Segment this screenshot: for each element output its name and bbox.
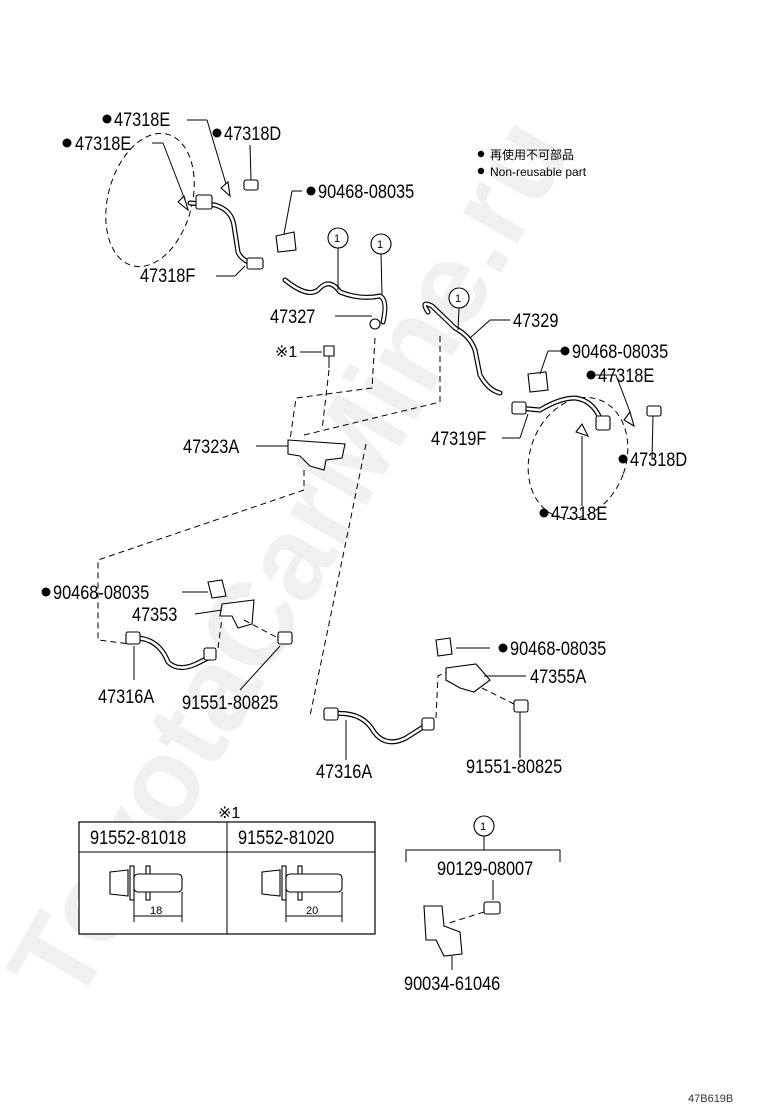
bracket-47355A-part xyxy=(445,663,491,693)
bolt-length-18: 18 xyxy=(150,905,162,917)
bolt-91552-81020-icon xyxy=(261,869,281,897)
clip-part xyxy=(177,194,190,212)
non-reusable-mark xyxy=(306,186,316,196)
callout-number: 1 xyxy=(334,233,340,245)
legend-dot xyxy=(477,167,485,175)
brake-disc-outline-left xyxy=(105,132,195,268)
bolt-part xyxy=(243,179,259,191)
non-reusable-mark xyxy=(41,587,51,597)
part-number-label: 47319F xyxy=(431,428,487,449)
part-number-label: 90468-08035 xyxy=(318,181,414,202)
non-reusable-mark xyxy=(498,643,508,653)
front-right-hose-group: 90468-08035 47318E 47319F 47318D 47318E xyxy=(431,341,687,524)
part-number-label: 47318E xyxy=(75,133,131,154)
hose-fitting xyxy=(246,257,264,270)
part-number-label: 47318E xyxy=(598,365,654,386)
part-number-label: 90468-08035 xyxy=(510,638,606,659)
hose-fitting xyxy=(511,401,527,415)
legend-english: Non-reusable part xyxy=(490,165,587,179)
rear-left-hose-group: 90468-08035 47353 47316A 91551-80825 xyxy=(41,579,293,713)
part-number-label: 47318E xyxy=(551,503,607,524)
non-reusable-mark xyxy=(539,508,549,518)
clamp-90034-part xyxy=(423,905,463,957)
hose-fitting xyxy=(421,717,435,731)
bolt-length-20: 20 xyxy=(306,905,318,917)
non-reusable-mark xyxy=(560,346,570,356)
bolt-91551-part xyxy=(277,631,293,645)
part-number-label: 90468-08035 xyxy=(572,341,668,362)
callout-number: 1 xyxy=(377,239,383,251)
part-number-label: 47318F xyxy=(140,265,196,286)
clip-part xyxy=(220,180,231,198)
rear-right-hose-group: 90468-08035 47355A 47316A 91551-80825 xyxy=(316,637,606,782)
note-mark: ※1 xyxy=(218,805,240,822)
part-number-label: 47316A xyxy=(316,761,372,782)
part-number-label: 47355A xyxy=(530,666,586,687)
part-number-label: 47327 xyxy=(270,306,315,327)
legend-dot xyxy=(477,150,485,158)
non-reusable-mark xyxy=(586,370,596,380)
clip-90468-part xyxy=(275,231,297,253)
sensor-wire-47327-group: 1 1 47327 xyxy=(270,227,392,330)
clip-part xyxy=(623,410,635,428)
bolt-table-header: 91552-81018 xyxy=(90,827,186,848)
legend: 再使用不可部品 Non-reusable part xyxy=(477,147,587,179)
bracket-47323A-group: ※1 47323A xyxy=(97,336,441,717)
non-reusable-mark xyxy=(212,128,222,138)
clip-part xyxy=(575,422,590,437)
part-number-label: 47318E xyxy=(114,109,170,130)
part-number-label: 47318D xyxy=(224,123,281,144)
brake-disc-outline-right xyxy=(527,396,629,520)
figure-id: 47B619B xyxy=(688,1093,733,1105)
part-number-label: 91551-80825 xyxy=(466,756,562,777)
sensor-wire-47329-group: 1 47329 xyxy=(422,287,558,396)
legend-japanese: 再使用不可部品 xyxy=(490,147,574,162)
flexible-hose-47318F xyxy=(187,200,263,269)
callout-number: 1 xyxy=(480,821,486,833)
note-mark: ※1 xyxy=(275,344,297,361)
non-reusable-mark xyxy=(618,454,628,464)
bolt-part xyxy=(646,405,662,417)
connector xyxy=(369,318,381,330)
part-number-label: 47316A xyxy=(98,686,154,707)
part-number-label: 91551-80825 xyxy=(182,692,278,713)
hose-fitting xyxy=(595,415,611,431)
part-number-label: 90034-61046 xyxy=(404,973,500,994)
part-number-label: 47323A xyxy=(183,436,239,457)
clip-90468-part xyxy=(435,637,453,657)
part-number-label: 47318D xyxy=(630,449,687,470)
bracket-47323A-part xyxy=(287,439,346,471)
non-reusable-mark xyxy=(62,138,72,148)
part-number-label: 47353 xyxy=(132,604,178,625)
non-reusable-mark xyxy=(102,114,112,124)
hose-fitting xyxy=(125,631,141,645)
part-number-label: 47329 xyxy=(513,310,558,331)
callout-number: 1 xyxy=(455,293,461,305)
bolt-table: ※1 91552-81018 91552-81020 18 20 xyxy=(78,805,376,935)
clip-90468-part xyxy=(527,371,549,393)
part-number-label: 90468-08035 xyxy=(53,582,149,603)
bolt-table-header: 91552-81020 xyxy=(238,827,334,848)
bolt-90129-part xyxy=(483,901,501,915)
hose-fitting xyxy=(195,194,213,210)
bolt-part xyxy=(323,345,335,357)
hose-fitting xyxy=(323,707,339,721)
bolt-91551-part xyxy=(513,699,529,713)
detail-callout-1: 1 90129-08007 90034-61046 xyxy=(404,815,561,994)
clip-90468-part xyxy=(207,579,227,599)
hose-fitting xyxy=(203,647,217,661)
front-left-hose-group: 47318E 47318E 47318D 90468-08035 47318F xyxy=(62,109,414,286)
part-number-label: 90129-08007 xyxy=(437,858,533,879)
bolt-91552-81018-icon xyxy=(109,869,129,897)
